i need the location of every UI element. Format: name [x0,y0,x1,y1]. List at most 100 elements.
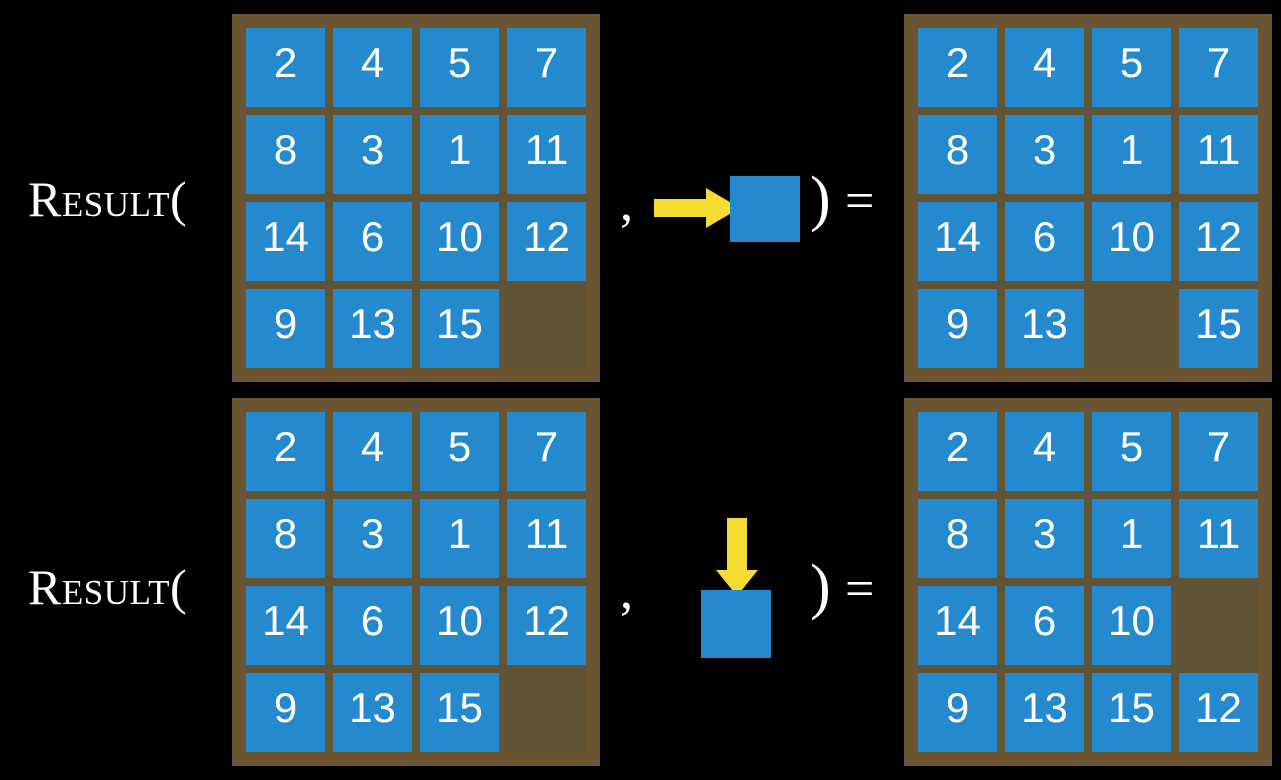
puzzle-tile: 10 [1092,586,1171,665]
puzzle-tile: 2 [918,412,997,491]
puzzle-tile-number: 1 [1119,510,1144,557]
puzzle-tile-number: 4 [1032,423,1057,470]
puzzle-tile: 13 [333,673,412,752]
puzzle-tile: 7 [1179,28,1258,107]
result-label-row-2: Result( [28,559,188,615]
puzzle-tile: 13 [1005,289,1084,368]
puzzle-tile: 11 [1179,499,1258,578]
puzzle-tile-number: 7 [534,39,559,86]
puzzle-tile-number: 13 [349,300,396,347]
result-label-row-1: Result( [28,171,188,227]
puzzle-tile: 7 [507,412,586,491]
puzzle-tile-number: 12 [523,213,570,260]
puzzle-tile-number: 3 [360,510,385,557]
puzzle-tile-number: 13 [1021,684,1068,731]
puzzle-tile-number: 5 [1119,423,1144,470]
puzzle-tile: 15 [1092,673,1171,752]
puzzle-tile-number: 1 [447,126,472,173]
puzzle-tile: 11 [507,499,586,578]
puzzle-tile-number: 13 [349,684,396,731]
puzzle-tile: 4 [333,412,412,491]
equals-row-1: = [845,173,875,230]
puzzle-tile-number: 7 [1206,39,1231,86]
puzzle-empty-slot [1092,289,1171,368]
puzzle-tile-number: 5 [447,39,472,86]
puzzle-tile-number: 2 [945,423,970,470]
puzzle-tile: 10 [420,202,499,281]
arrow-right-icon [654,188,740,228]
puzzle-tile-number: 15 [436,684,483,731]
puzzle-tile: 7 [1179,412,1258,491]
puzzle-tile-number: 14 [262,213,309,260]
puzzle-tile-number: 11 [524,510,569,557]
puzzle-tile-number: 8 [273,126,298,173]
puzzle-tile: 1 [420,499,499,578]
puzzle-tile: 4 [333,28,412,107]
puzzle-tile-number: 8 [945,510,970,557]
comma-row-2: , [620,563,633,620]
puzzle-tile: 1 [420,115,499,194]
puzzle-tile: 2 [246,28,325,107]
puzzle-tile-number: 2 [273,39,298,86]
puzzle-tile: 11 [507,115,586,194]
puzzle-tile: 6 [333,202,412,281]
puzzle-empty-slot [507,289,586,368]
puzzle-tile: 6 [1005,202,1084,281]
puzzle-tile: 7 [507,28,586,107]
puzzle-tile-number: 10 [436,213,483,260]
puzzle-tile: 13 [1005,673,1084,752]
puzzle-tile-number: 2 [273,423,298,470]
puzzle-tile: 15 [420,673,499,752]
puzzle-empty-slot [1179,586,1258,665]
puzzle-tile-number: 14 [934,597,981,644]
puzzle-tile-number: 1 [447,510,472,557]
puzzle-tile-number: 12 [1195,684,1242,731]
puzzle-tile: 12 [1179,673,1258,752]
puzzle-tile: 9 [246,289,325,368]
puzzle-tile-number: 14 [262,597,309,644]
puzzle-tile: 10 [1092,202,1171,281]
puzzle-tile-number: 15 [1195,300,1242,347]
puzzle-tile-number: 12 [1195,213,1242,260]
puzzle-tile: 5 [1092,28,1171,107]
puzzle-tile-number: 13 [1021,300,1068,347]
puzzle-tile-number: 6 [1032,597,1057,644]
puzzle-tile: 8 [246,115,325,194]
puzzle-tile-number: 4 [1032,39,1057,86]
puzzle-tile: 2 [918,28,997,107]
puzzle-tile-number: 15 [1108,684,1155,731]
puzzle-tile: 8 [918,499,997,578]
puzzle-tile-number: 8 [273,510,298,557]
puzzle-tile-number: 10 [1108,213,1155,260]
puzzle-tile-number: 7 [1206,423,1231,470]
puzzle-tile: 12 [507,202,586,281]
puzzle-tile: 9 [918,673,997,752]
puzzle-tile: 5 [420,28,499,107]
moving-tile-row-1 [730,176,800,242]
puzzle-tile-number: 11 [1196,126,1241,173]
puzzle-tile: 5 [1092,412,1171,491]
close-paren-row-1: ) [810,165,831,233]
puzzle-tile: 3 [1005,499,1084,578]
puzzle-tile-number: 10 [436,597,483,644]
puzzle-tile: 12 [507,586,586,665]
puzzle-tile: 14 [918,202,997,281]
puzzle-tile: 2 [246,412,325,491]
puzzle-tile: 1 [1092,499,1171,578]
puzzle-tile-number: 6 [1032,213,1057,260]
puzzle-tile-number: 9 [945,300,970,347]
puzzle-tile-number: 11 [1196,510,1241,557]
puzzle-tile: 3 [1005,115,1084,194]
puzzle-tile: 14 [246,202,325,281]
puzzle-tile: 9 [246,673,325,752]
puzzle-tile-number: 10 [1108,597,1155,644]
puzzle-tile-number: 8 [945,126,970,173]
puzzle-tile-number: 4 [360,423,385,470]
puzzle-tile-number: 3 [360,126,385,173]
puzzle-tile-number: 3 [1032,510,1057,557]
puzzle-tile-number: 11 [524,126,569,173]
comma-row-1: , [620,175,633,232]
